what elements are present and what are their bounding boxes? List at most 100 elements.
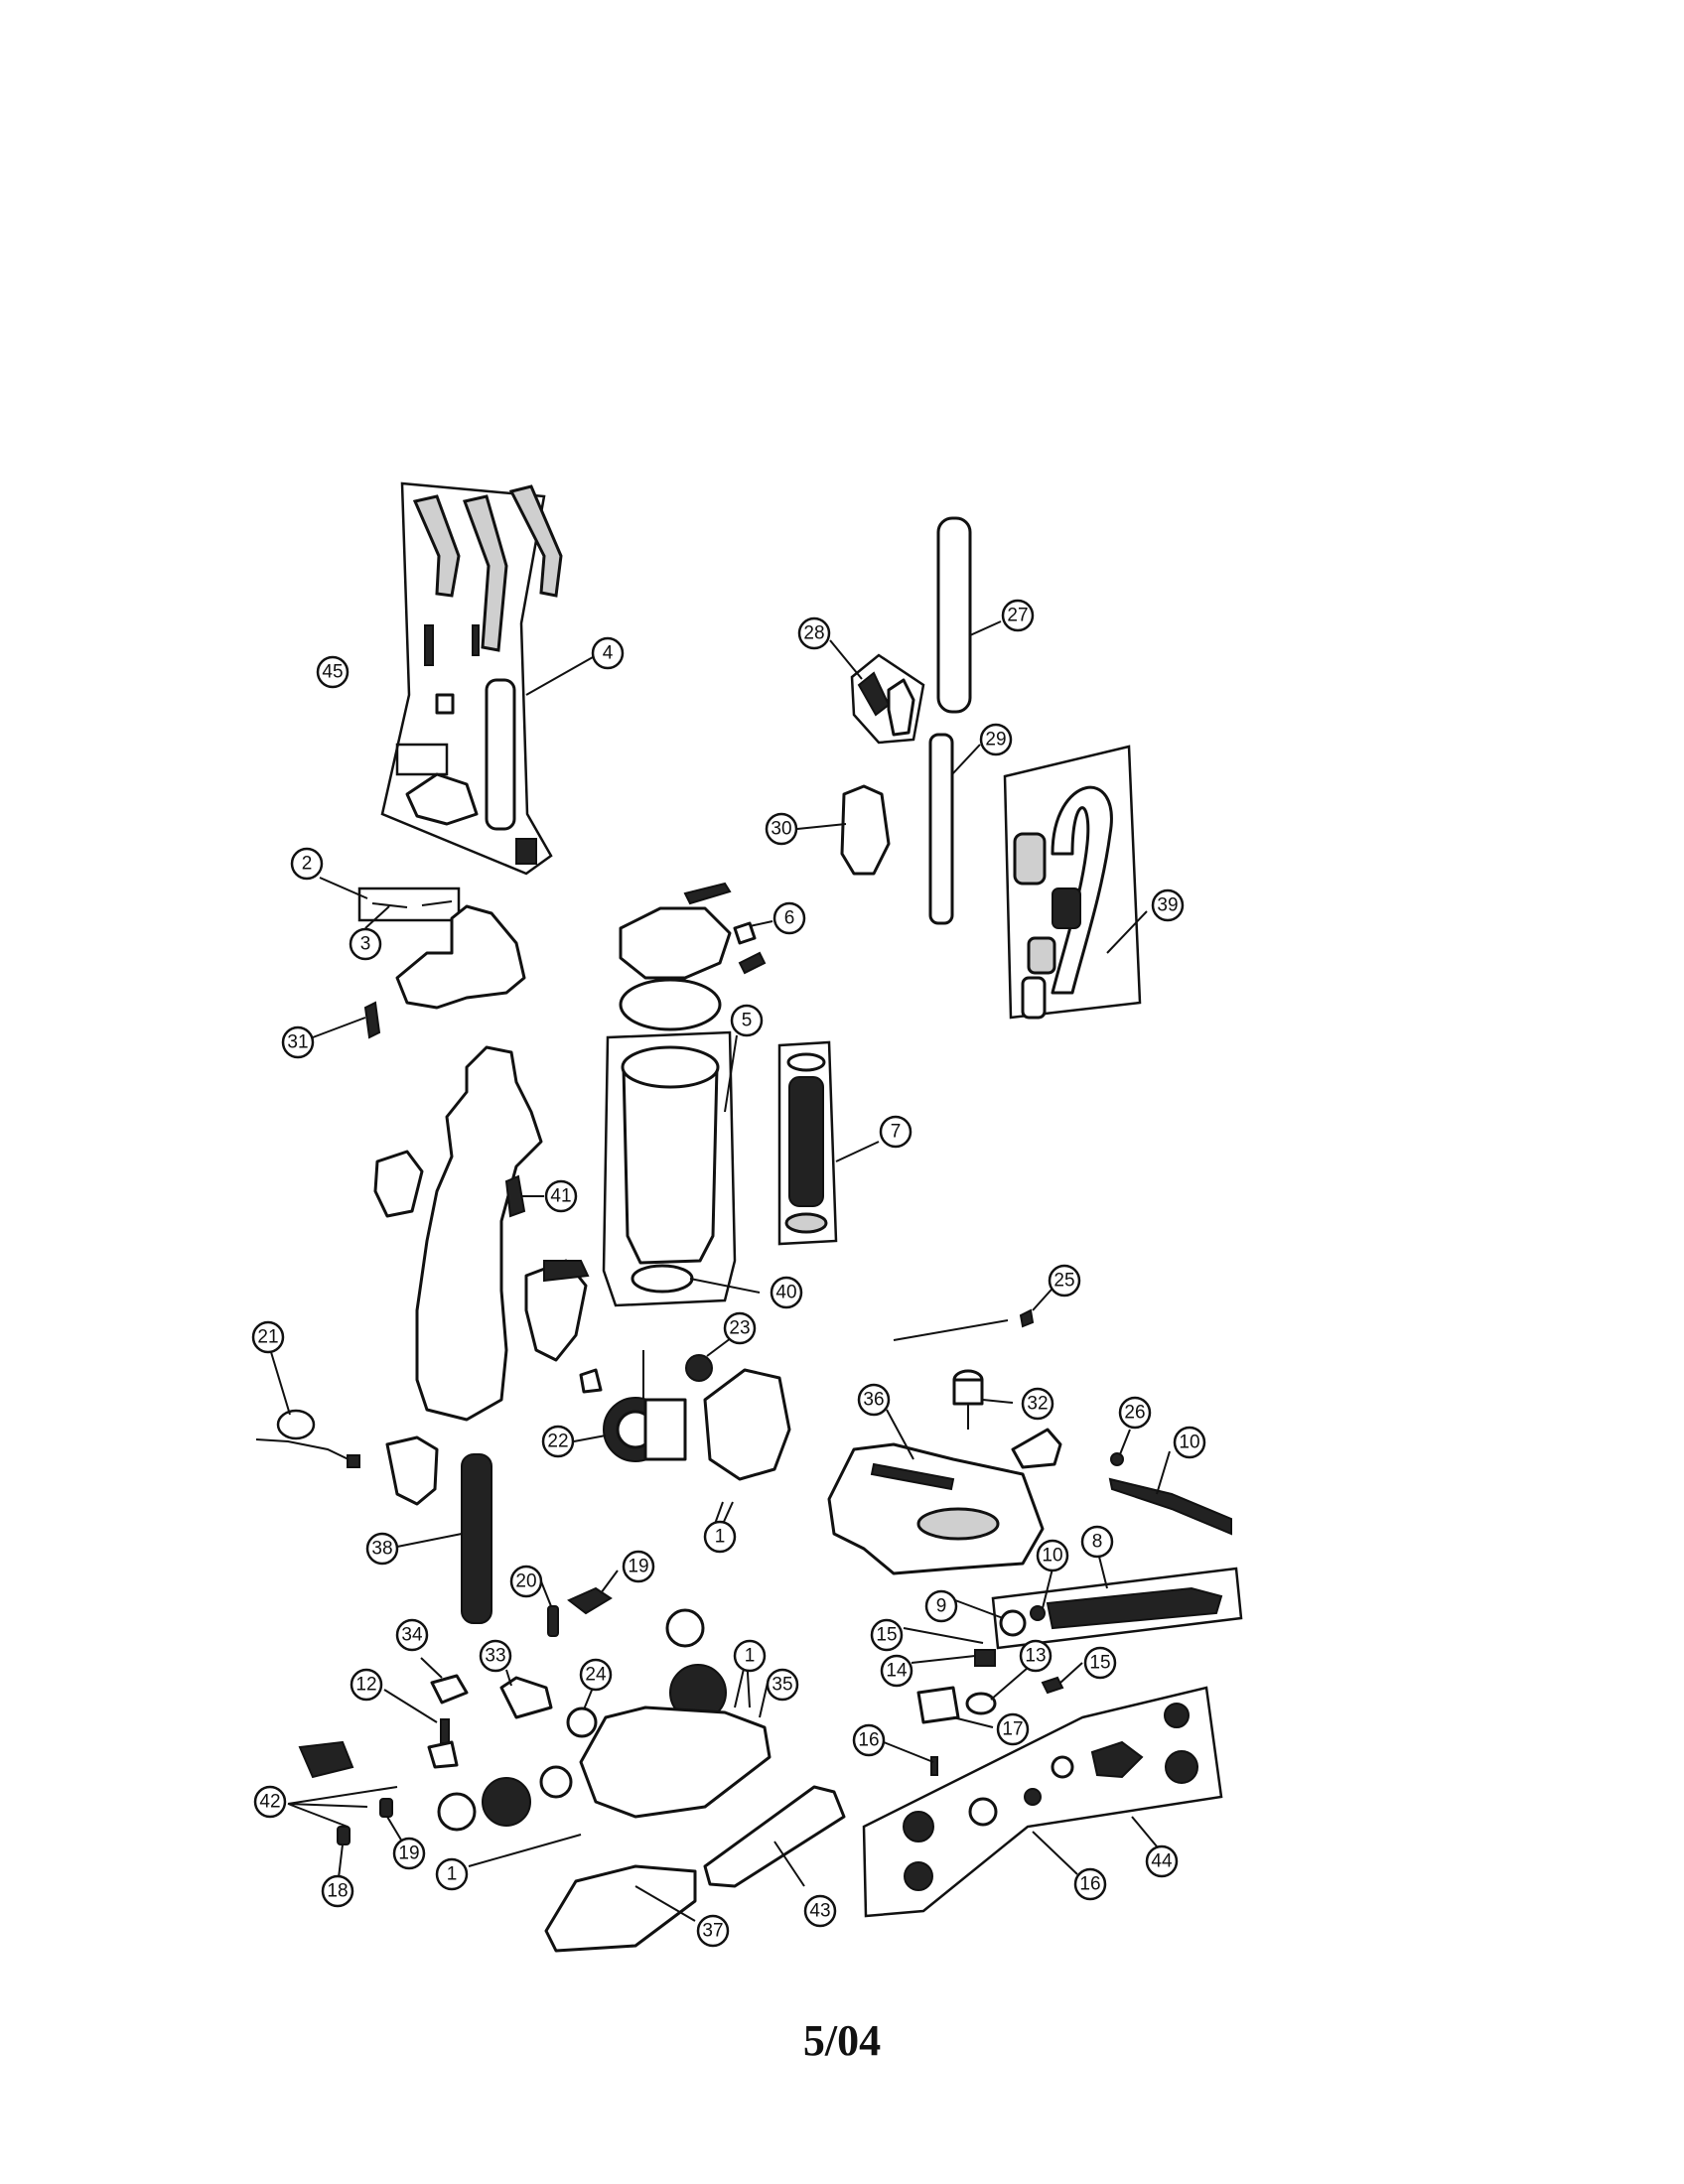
handle-switch <box>424 624 434 666</box>
leader-4 <box>525 656 594 696</box>
svg-text:31: 31 <box>287 1032 308 1053</box>
base-stripe <box>870 1462 955 1491</box>
svg-text:19: 19 <box>628 1557 648 1577</box>
callout-27: 26 <box>1118 1396 1152 1430</box>
part-26-rod <box>893 1319 1009 1341</box>
brushroll-outline <box>991 1567 1243 1650</box>
tool-29-nozzle <box>887 678 915 737</box>
attachment-tools <box>840 516 972 925</box>
hose-cuff-2 <box>1052 887 1081 929</box>
svg-text:1: 1 <box>447 1864 458 1885</box>
lid-handle <box>683 882 732 905</box>
filter-group <box>777 1040 838 1246</box>
callout-19b: 19 <box>392 1837 426 1870</box>
dirt-cup-lid-assembly <box>619 882 767 1031</box>
callout-28: 27 <box>1001 599 1035 632</box>
part-18-board <box>916 1686 960 1724</box>
leader-25 <box>583 1687 594 1710</box>
leader-19b <box>386 1816 403 1843</box>
svg-text:27: 27 <box>1007 606 1028 626</box>
hose-coil <box>1051 785 1113 995</box>
wand-28 <box>936 516 972 714</box>
part-6-spring <box>738 951 767 975</box>
leader-22 <box>270 1351 291 1416</box>
part-19a <box>337 1826 351 1845</box>
upper-hood <box>395 904 526 1010</box>
leader-3 <box>364 905 390 929</box>
part-21 <box>547 1605 559 1637</box>
main-body-shell <box>415 1045 543 1422</box>
callout-22: 21 <box>251 1320 285 1354</box>
part-6-latch <box>733 921 757 945</box>
gear-4 <box>1051 1755 1074 1779</box>
callout-1a: 1 <box>703 1520 737 1554</box>
leader-15b <box>1059 1662 1083 1684</box>
svg-text:24: 24 <box>585 1665 607 1686</box>
hose-cuff-1 <box>1013 832 1047 886</box>
power-cord <box>255 1409 360 1468</box>
motor-23-body <box>643 1398 687 1461</box>
leader-15a <box>903 1627 984 1644</box>
svg-text:44: 44 <box>1151 1851 1173 1872</box>
callout-13: 13 <box>1019 1639 1052 1673</box>
callout-12: 12 <box>350 1668 383 1702</box>
svg-text:3: 3 <box>360 934 371 955</box>
leader-16 <box>1032 1831 1078 1875</box>
svg-text:39: 39 <box>1157 895 1178 916</box>
svg-text:14: 14 <box>886 1661 908 1682</box>
svg-text:19: 19 <box>398 1843 419 1864</box>
filter-bottom <box>784 1212 828 1234</box>
svg-text:33: 33 <box>485 1646 505 1667</box>
callout-46: 45 <box>316 655 350 689</box>
svg-text:15: 15 <box>1089 1653 1110 1674</box>
svg-text:21: 21 <box>257 1327 278 1348</box>
svg-text:1: 1 <box>715 1527 726 1548</box>
svg-text:7: 7 <box>891 1122 902 1143</box>
callout-33: 32 <box>1021 1387 1054 1421</box>
part-32-latch <box>363 1001 381 1039</box>
svg-text:29: 29 <box>985 730 1006 751</box>
wheel-left-3 <box>539 1765 573 1799</box>
callout-9: 9 <box>924 1589 958 1623</box>
callout-15b: 15 <box>1083 1646 1117 1680</box>
callout-35: 34 <box>395 1618 429 1652</box>
cord-loop <box>276 1409 316 1440</box>
cord-bracket-39 <box>385 1435 439 1506</box>
svg-text:10: 10 <box>1179 1433 1199 1453</box>
bushing-25 <box>566 1706 598 1738</box>
handle-lower-bracket <box>405 772 479 826</box>
filter-top <box>786 1052 826 1072</box>
callout-18: 17 <box>996 1712 1030 1746</box>
svg-text:32: 32 <box>1027 1394 1048 1415</box>
screw-2-shaft <box>371 902 408 908</box>
callout-24: 23 <box>723 1311 757 1345</box>
svg-text:26: 26 <box>1124 1403 1145 1424</box>
callout-3: 3 <box>349 927 382 961</box>
brushroll-end-9 <box>999 1609 1027 1637</box>
main-body <box>373 1045 603 1422</box>
hose-cuff-3 <box>1027 936 1056 975</box>
cover-33b <box>1011 1428 1062 1469</box>
base-shell <box>827 1442 1045 1575</box>
wheel-36a <box>665 1608 705 1648</box>
leader-7 <box>835 1141 880 1162</box>
leader-27 <box>1119 1429 1131 1455</box>
svg-text:22: 22 <box>547 1432 568 1452</box>
callout-31: 30 <box>765 812 798 846</box>
lid-filter-seal <box>619 978 722 1031</box>
svg-text:17: 17 <box>1002 1719 1023 1740</box>
extension-30 <box>928 733 954 925</box>
brushroll-8 <box>1046 1586 1223 1630</box>
leader-32 <box>312 1017 366 1038</box>
tool-29-outline <box>850 653 925 745</box>
callout-44: 43 <box>803 1894 837 1928</box>
part-15b <box>1041 1676 1064 1695</box>
dirt-cup-rim <box>621 1045 720 1089</box>
brushroll-group <box>991 1567 1243 1650</box>
cord-plug <box>347 1454 360 1468</box>
svg-text:12: 12 <box>355 1675 376 1696</box>
belt-11 <box>1108 1477 1232 1536</box>
filter-element <box>788 1076 824 1207</box>
svg-text:43: 43 <box>809 1901 830 1922</box>
nozzle-31 <box>840 784 891 876</box>
